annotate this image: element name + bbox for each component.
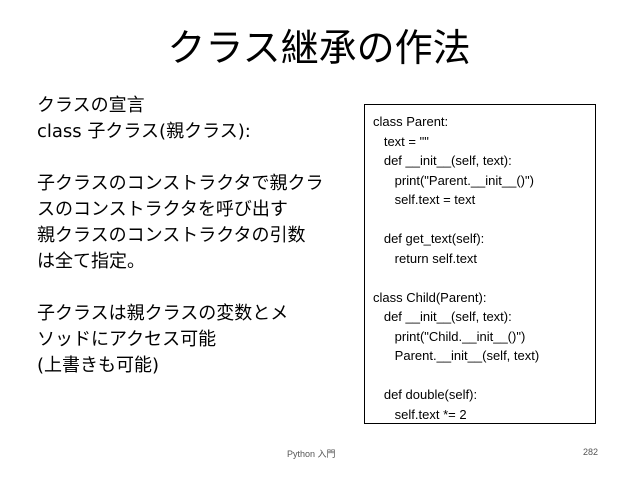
code-line: def __init__(self, text): bbox=[373, 309, 512, 324]
code-blank-line bbox=[373, 268, 587, 288]
body-line: ソッドにアクセス可能 bbox=[37, 329, 217, 350]
code-line: def get_text(self): bbox=[373, 231, 485, 246]
code-line: def double(self): bbox=[373, 387, 478, 402]
body-gap bbox=[37, 145, 357, 171]
code-blank-line bbox=[373, 366, 587, 386]
code-line: def __init__(self, text): bbox=[373, 153, 512, 168]
code-line: text = "" bbox=[373, 133, 429, 149]
body-line: 子クラスは親クラスの変数とメ bbox=[37, 303, 289, 324]
code-line: class Parent: bbox=[373, 114, 449, 129]
body-line: class 子クラス(親クラス): bbox=[37, 121, 251, 142]
body-line: (上書きも可能) bbox=[37, 355, 160, 376]
body-line: は全て指定。 bbox=[37, 251, 145, 272]
body-line: 子クラスのコンストラクタで親クラ bbox=[37, 173, 324, 194]
code-line: Parent.__init__(self, text) bbox=[373, 348, 540, 363]
code-blank-line bbox=[373, 210, 587, 230]
body-line: クラスの宣言 bbox=[37, 95, 145, 116]
code-line: print("Parent.__init__()") bbox=[373, 172, 534, 188]
code-line: self.text = text bbox=[373, 192, 476, 207]
body-text: クラスの宣言 class 子クラス(親クラス): 子クラスのコンストラクタで親ク… bbox=[37, 93, 357, 379]
slide-title: クラス継承の作法 bbox=[167, 26, 471, 70]
code-line: print("Child.__init__()") bbox=[373, 328, 526, 344]
code-line: self.text *= 2 bbox=[373, 406, 467, 422]
page-number: 282 bbox=[583, 447, 599, 457]
footer-text: Python 入門 bbox=[287, 449, 336, 459]
body-line: スのコンストラクタを呼び出す bbox=[37, 199, 288, 220]
code-line: return self.text bbox=[373, 250, 478, 266]
code-line: class Child(Parent): bbox=[373, 289, 487, 305]
body-line: 親クラスのコンストラクタの引数 bbox=[37, 225, 306, 246]
body-gap bbox=[37, 275, 357, 301]
code-box: class Parent: text = "" def __init__(sel… bbox=[364, 104, 596, 424]
